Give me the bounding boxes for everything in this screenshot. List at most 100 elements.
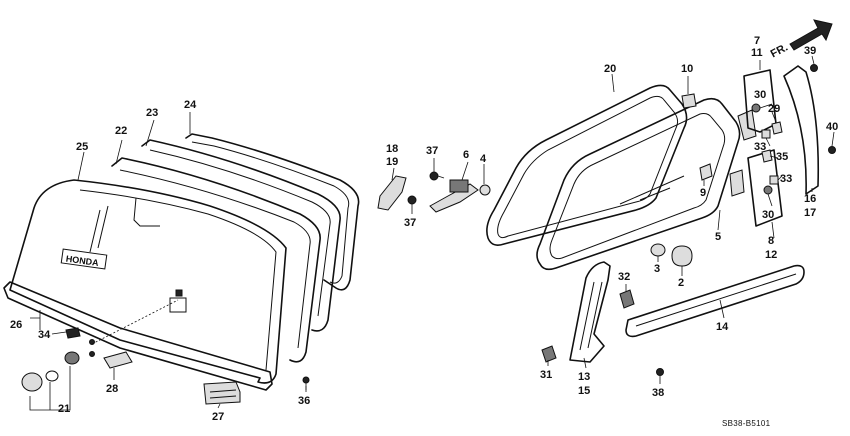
callout-22: 22 (115, 125, 127, 137)
part-23-inner (149, 149, 331, 317)
part-21-nut (64, 351, 80, 365)
part-16-pillar-trim (783, 65, 820, 195)
callout-5: 5 (715, 231, 721, 243)
callout-33a: 33 (754, 141, 766, 153)
callout-30a: 30 (754, 89, 766, 101)
part-18-bracket (377, 175, 407, 211)
part-2-cap (671, 245, 693, 267)
part-30-nut-b (763, 185, 773, 195)
part-5-quarter-glass (536, 97, 741, 271)
part-25-glass (9, 179, 287, 384)
part-39-screw (810, 64, 818, 72)
part-20-inner (497, 95, 679, 239)
callout-2: 2 (678, 277, 684, 289)
defroster-line (133, 197, 160, 227)
part-27-lamp (203, 381, 241, 405)
callout-33b: 33 (780, 173, 792, 185)
callout-13: 13 (578, 371, 590, 383)
part-32-clip (619, 289, 635, 309)
callout-15: 15 (578, 385, 590, 397)
callout-28: 28 (106, 383, 118, 395)
defroster-line-3 (97, 205, 109, 249)
part-37-bolt-b (407, 195, 417, 205)
callout-23: 23 (146, 107, 158, 119)
callout-17: 17 (804, 207, 816, 219)
part-27-lamp-lines (209, 389, 237, 399)
part-22-inner (119, 169, 311, 349)
callout-8: 8 (768, 235, 774, 247)
part-21-washer (45, 370, 59, 382)
callout-32: 32 (618, 271, 630, 283)
pillar-trim-group (541, 64, 836, 376)
callout-9: 9 (700, 187, 706, 199)
leader-lines (29, 55, 835, 411)
callout-numbers: 25 22 23 24 26 34 21 28 27 36 18 19 37 3… (10, 35, 838, 423)
glass-highlight (619, 175, 685, 205)
part-14-molding-line (635, 273, 797, 327)
callout-20: 20 (604, 63, 616, 75)
part-38-screw (656, 368, 664, 376)
defroster-line-2 (89, 209, 101, 253)
part-6-hinge-block (449, 179, 469, 193)
glass-inner-edge (79, 189, 277, 371)
callout-26: 26 (10, 319, 22, 331)
part-37-bolt-a (429, 171, 439, 181)
part-24-molding (185, 133, 360, 291)
part-34-clip (65, 327, 81, 339)
part-24-inner (191, 141, 350, 284)
callout-11: 11 (751, 47, 763, 59)
callout-37b: 37 (404, 217, 416, 229)
part-22-molding (111, 157, 321, 363)
callout-16: 16 (804, 193, 816, 205)
callout-38: 38 (652, 387, 664, 399)
glass-lower-molding (3, 281, 273, 391)
callout-39: 39 (804, 45, 816, 57)
callout-40: 40 (826, 121, 838, 133)
part-20-weatherstrip (486, 84, 688, 246)
part-30-nut-a (751, 103, 761, 113)
part-3-grommet (650, 243, 666, 257)
front-arrow-icon (789, 19, 833, 51)
part-13-garnish-slot (579, 281, 603, 351)
callout-25: 25 (76, 141, 88, 153)
callout-18: 18 (386, 143, 398, 155)
part-37-bolt-a-shaft (437, 175, 445, 179)
diagram-code: SB38-B5101 (722, 419, 771, 428)
callout-12: 12 (765, 249, 777, 261)
small-screw-b (89, 351, 95, 357)
front-arrow-label: FR. (769, 41, 790, 60)
part-5-glass-inner (549, 113, 726, 260)
callout-24: 24 (184, 99, 197, 111)
callout-3: 3 (654, 263, 660, 275)
callout-36: 36 (298, 395, 310, 407)
callout-10: 10 (681, 63, 693, 75)
callout-34: 34 (38, 329, 51, 341)
glass-lower-bracket (729, 169, 745, 197)
part-36-screw (302, 376, 310, 384)
part-7-trim (743, 69, 777, 133)
glass-terminal (169, 297, 187, 313)
callout-29: 29 (768, 103, 780, 115)
callout-30b: 30 (762, 209, 774, 221)
part-13-garnish (569, 261, 611, 363)
part-9-bracket (699, 163, 713, 181)
callout-19: 19 (386, 156, 398, 168)
part-23-dam (141, 139, 341, 332)
callout-37a: 37 (426, 145, 438, 157)
rear-windshield-group: HONDA (3, 133, 360, 405)
part-33-clip-b (769, 175, 779, 185)
callout-21: 21 (58, 403, 70, 415)
part-14-molding (625, 264, 805, 338)
emblem-box (60, 248, 108, 270)
callout-31: 31 (540, 369, 552, 381)
front-arrow: FR. (769, 19, 833, 60)
emblem-text: HONDA (65, 254, 100, 269)
part-10-clip (681, 93, 697, 109)
part-28-clip (103, 351, 133, 369)
part-21-grommet-a (21, 372, 43, 392)
part-35-clip (761, 149, 773, 163)
part-31-clip (541, 345, 557, 363)
quarter-window-group (486, 84, 757, 271)
callout-6: 6 (463, 149, 469, 161)
